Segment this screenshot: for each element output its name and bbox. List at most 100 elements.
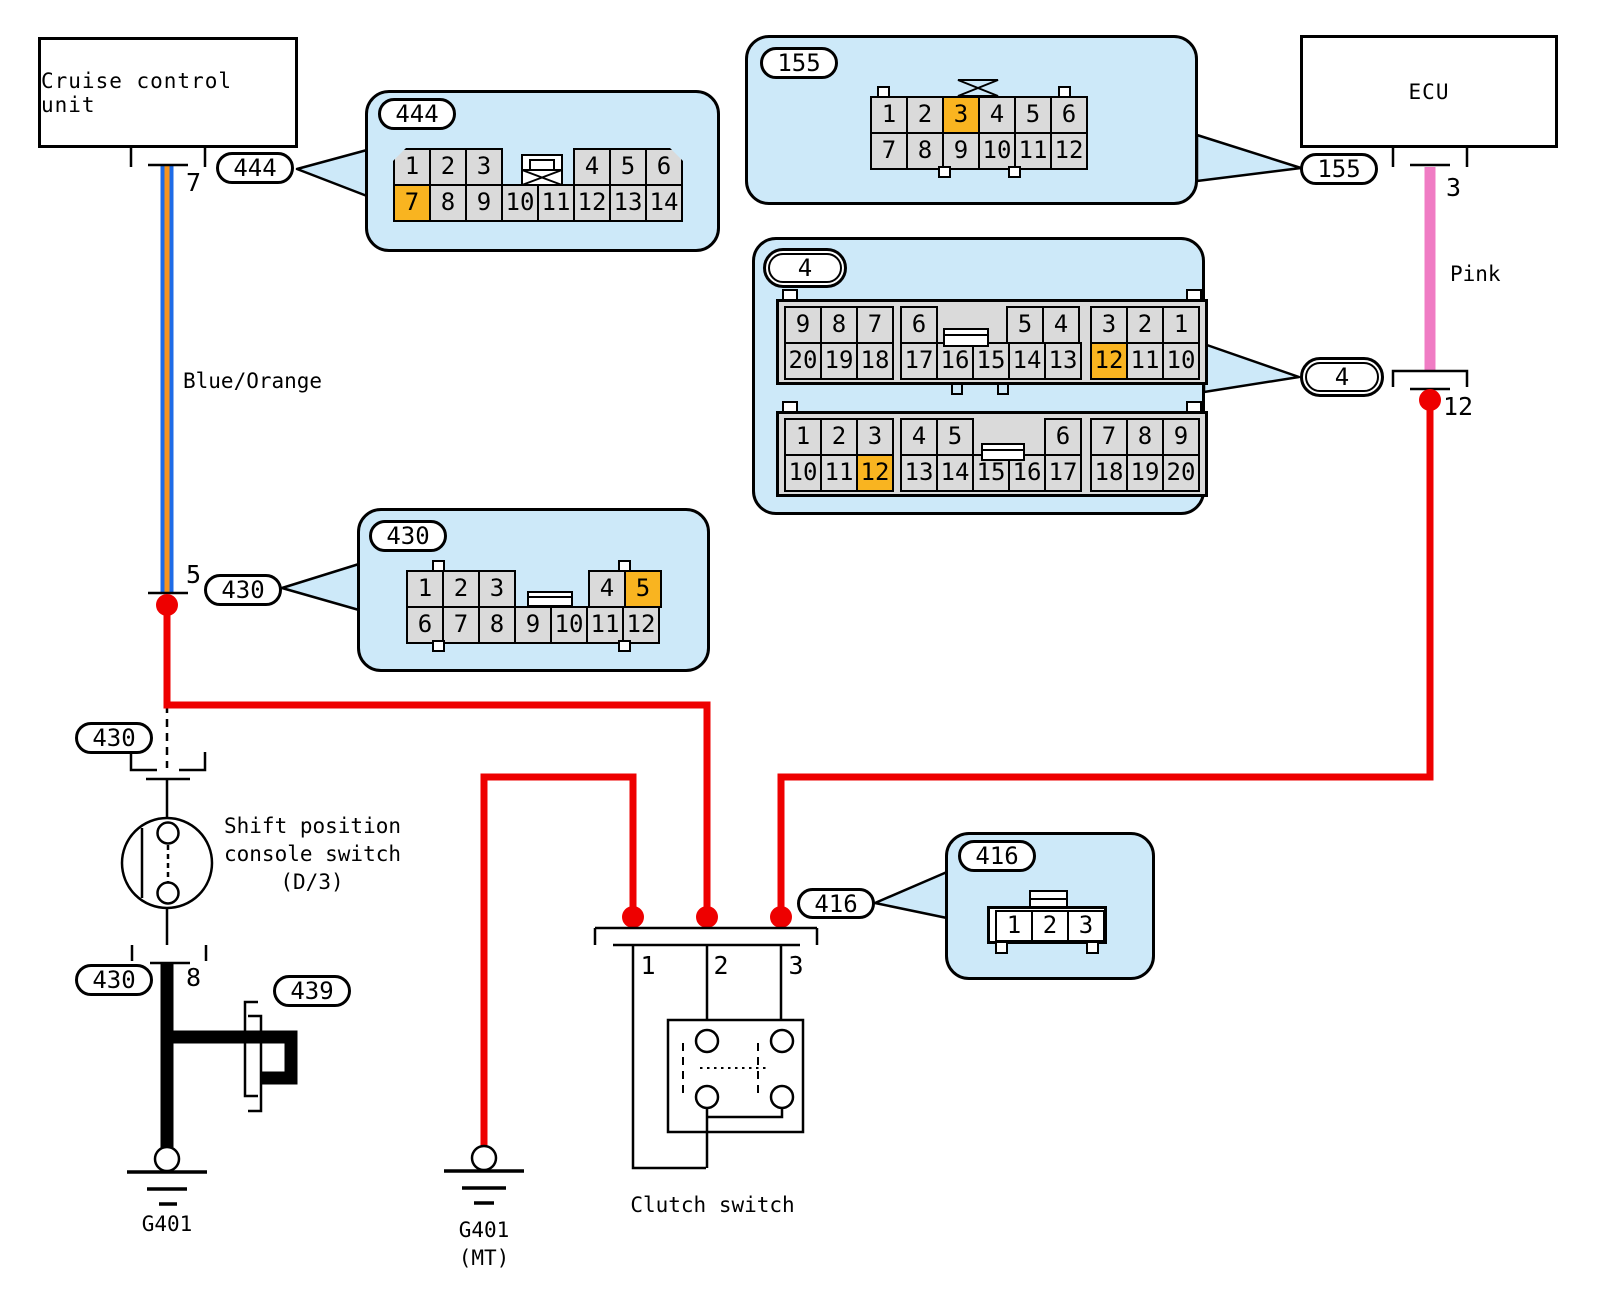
inline-connector-430-symbol <box>129 752 207 819</box>
connector-4-pin-cell: 16 <box>936 342 974 380</box>
red-wire-ground-to-clutch <box>480 773 637 1147</box>
connector-430-title: 430 <box>386 522 430 550</box>
shift-switch-terminal-top <box>156 821 180 845</box>
connector-416-foot-right <box>1086 943 1099 954</box>
oval-4-ecu-label: 4 <box>1334 363 1350 391</box>
connector-4-pin-cell: 16 <box>1008 454 1046 492</box>
connector-4-pin-cell: 12 <box>856 454 894 492</box>
connector-444-pin-cell: 12 <box>573 184 611 222</box>
clutch-terminal-br <box>769 1084 795 1110</box>
connector-155-pin-cell: 3 <box>942 96 980 134</box>
oval-444-wire: 444 <box>216 152 294 184</box>
junction-dot-clutch3 <box>770 906 792 928</box>
connector-430-pin-cell: 6 <box>406 606 444 644</box>
connector-416-pin-cell: 3 <box>1067 910 1105 942</box>
connector-4-pin-cell: 18 <box>856 342 894 380</box>
cruise-control-unit-label: Cruise control unit <box>41 68 233 117</box>
ecu-lower-connector-bracket <box>1391 369 1469 391</box>
connector-416-title-oval: 416 <box>958 840 1036 872</box>
ground-terminal-left <box>153 1145 181 1173</box>
connector-444-pin-cell: 13 <box>609 184 647 222</box>
connector-430-title-oval: 430 <box>369 520 447 552</box>
connector-4-pin-cell: 5 <box>1006 306 1044 344</box>
clutch-switch-label: Clutch switch <box>630 1193 795 1217</box>
shift-pin-8-label: 8 <box>186 963 202 992</box>
connector-444-pin-cell: 2 <box>429 148 467 186</box>
connector-155-title-oval: 155 <box>760 47 838 79</box>
clutch-terminal-tl <box>694 1028 720 1054</box>
connector-430-pin-cell: 9 <box>514 606 552 644</box>
connector-155-pin-cell: 4 <box>978 96 1016 134</box>
oval-155-ecu-label: 155 <box>1317 155 1361 183</box>
connector-4-pin-cell: 2 <box>820 418 858 456</box>
connector-4-pin-cell: 18 <box>1090 454 1128 492</box>
connector-4-pin-cell: 19 <box>820 342 858 380</box>
connector-4-pin-cell: 13 <box>900 454 938 492</box>
clutch-internal-wires <box>705 1108 784 1168</box>
connector-444-pin-cell: 6 <box>645 148 683 186</box>
callout-pointer-416 <box>873 870 949 920</box>
connector-4-title: 4 <box>797 254 813 282</box>
connector-444-pin-cell: 3 <box>465 148 503 186</box>
oval-439-label: 439 <box>290 977 334 1005</box>
connector-4-pin-cell: 7 <box>1090 418 1128 456</box>
connector-155-pin-cell: 2 <box>906 96 944 134</box>
connector-444-pin-cell: 9 <box>465 184 503 222</box>
junction-dot-pin12 <box>1419 389 1441 411</box>
ecu-label: ECU <box>1408 79 1450 104</box>
connector-430-pin-cell: 8 <box>478 606 516 644</box>
oval-439: 439 <box>273 975 351 1007</box>
shift-switch-circle <box>120 816 214 910</box>
cruise-pin-5-label: 5 <box>186 560 202 589</box>
wire-color-label-pink: Pink <box>1450 262 1501 286</box>
ecu-pin-3-label: 3 <box>1446 173 1462 202</box>
connector-4-pin-cell: 6 <box>900 306 938 344</box>
oval-416-wire-label: 416 <box>814 889 858 918</box>
connector-155-pin-cell: 6 <box>1050 96 1088 134</box>
connector-4-pin-cell: 17 <box>1044 454 1082 492</box>
cruise-pin-7-label: 7 <box>186 168 202 197</box>
wire-color-label-blue-orange: Blue/Orange <box>183 369 323 393</box>
junction-dot-pin5 <box>156 594 178 616</box>
ground-terminal-mt <box>470 1144 498 1172</box>
ecu-pin-12-label: 12 <box>1443 392 1474 421</box>
connector-444-pin-cell: 10 <box>501 184 539 222</box>
oval-430-pin5-label: 430 <box>221 576 265 604</box>
connector-416-pin-cell: 1 <box>995 910 1033 942</box>
oval-416-wire: 416 <box>797 888 875 919</box>
connector-444-pin-cell: 11 <box>537 184 575 222</box>
clutch-pin-2-label: 2 <box>713 951 729 980</box>
connector-155-pin-cell: 11 <box>1014 132 1052 170</box>
connector-155-title: 155 <box>777 49 821 77</box>
ground-symbol-mt <box>444 1169 524 1205</box>
connector-430-pin-cell: 5 <box>624 570 662 608</box>
junction-dot-clutch1 <box>622 906 644 928</box>
connector-4-pin-cell: 14 <box>1008 342 1046 380</box>
connector-4-pin-cell: 1 <box>1162 306 1200 344</box>
thick-439-loop-wire <box>167 1030 298 1085</box>
clutch-terminal-tr <box>769 1028 795 1054</box>
connector-444-pin-cell: 8 <box>429 184 467 222</box>
ground-symbol-left <box>127 1170 207 1206</box>
connector-4-pin-cell: 11 <box>1126 342 1164 380</box>
connector-155-pin-cell: 8 <box>906 132 944 170</box>
ecu-connector-bracket <box>1391 148 1469 167</box>
connector-155-pin-cell: 12 <box>1050 132 1088 170</box>
connector-4-pin-cell: 10 <box>784 454 822 492</box>
clutch-terminal-bl <box>694 1084 720 1110</box>
callout-pointer-155 <box>1195 133 1303 183</box>
connector-4-pin-cell: 8 <box>820 306 858 344</box>
connector-416-title: 416 <box>975 842 1019 870</box>
connector-444-pin-cell: 14 <box>645 184 683 222</box>
shift-switch-lower-bracket <box>130 908 208 965</box>
connector-4-pin-cell: 3 <box>1090 306 1128 344</box>
connector-4-pin-cell: 4 <box>1042 306 1080 344</box>
oval-444-wire-label: 444 <box>233 154 277 182</box>
clutch-actuator-dashes <box>682 1043 759 1098</box>
connector-430-pin-cell: 10 <box>550 606 588 644</box>
connector-4-title-oval: 4 <box>763 248 847 288</box>
connector-4-pin-cell: 9 <box>784 306 822 344</box>
connector-4-pin-cell: 13 <box>1044 342 1082 380</box>
callout-pointer-430 <box>280 562 361 612</box>
